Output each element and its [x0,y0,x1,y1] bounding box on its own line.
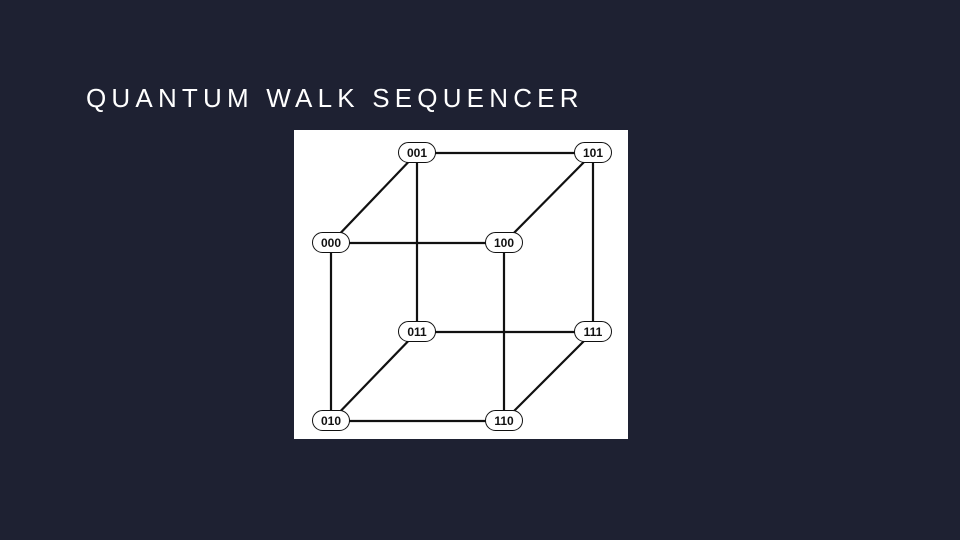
edge-001-000 [330,152,418,244]
node-010: 010 [312,410,350,431]
edge-111-110 [503,331,594,422]
edge-011-010 [330,331,418,422]
slide-title: QUANTUM WALK SEQUENCER [86,83,584,113]
node-011: 011 [398,321,436,342]
node-111: 111 [574,321,612,342]
diagram-edges [329,151,595,423]
hypercube-diagram: 001 101 000 100 011 111 010 110 [294,130,628,439]
edge-101-100 [503,152,594,244]
node-001: 001 [398,142,436,163]
node-101: 101 [574,142,612,163]
node-000: 000 [312,232,350,253]
node-110: 110 [485,410,523,431]
node-100: 100 [485,232,523,253]
